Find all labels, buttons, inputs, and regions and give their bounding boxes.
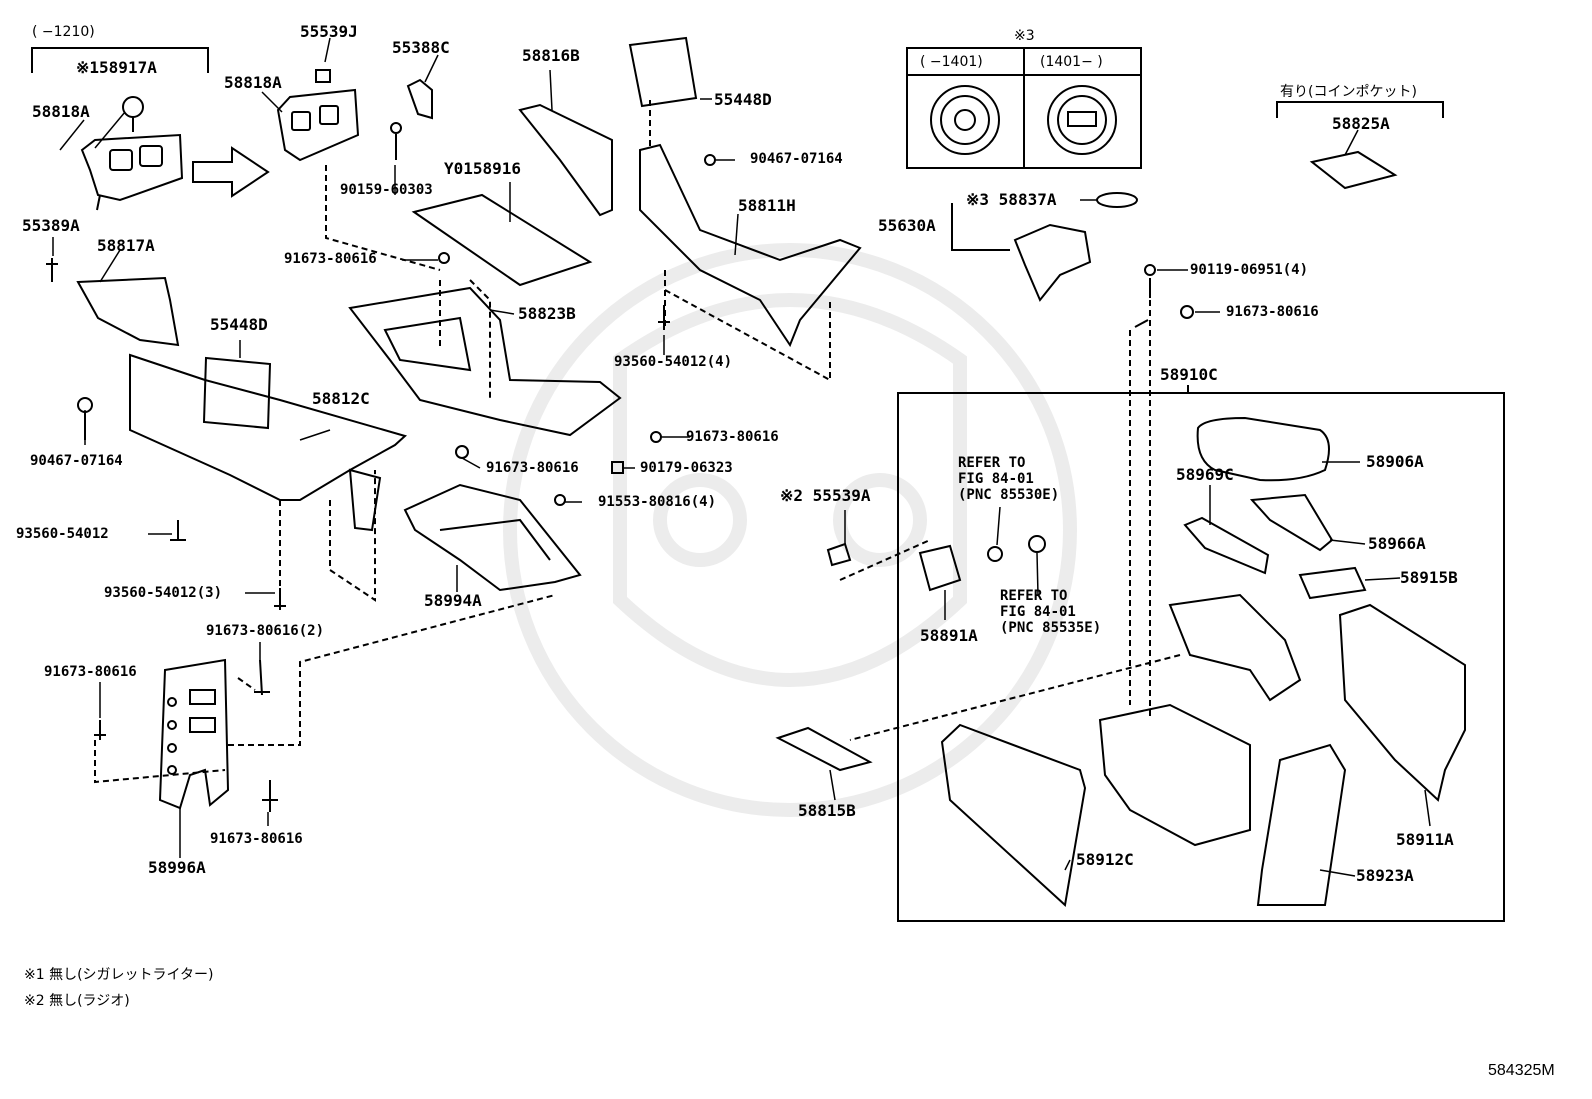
inner-tray-shape	[1168, 593, 1302, 702]
part-label-58911A: 58911A	[1396, 830, 1454, 849]
refer-note-85530E: REFER TO FIG 84-01 (PNC 85530E)	[958, 455, 1060, 503]
switch-panel-right-shape	[276, 69, 433, 162]
watermark-emblem	[503, 243, 1077, 817]
part-label-58812C: 58812C	[312, 389, 370, 408]
side-panel-58911A-shape	[1338, 603, 1466, 802]
front-panel-58923A-shape	[1256, 743, 1347, 906]
coin-pocket-frame	[1276, 101, 1444, 190]
part-85535E-shape	[1028, 535, 1046, 553]
part-label-91673-80616-e: 91673-80616	[210, 831, 303, 847]
part-label-58816B: 58816B	[522, 46, 580, 65]
part-58915B-shape	[1298, 566, 1367, 600]
part-label-58917A: ※158917A	[76, 58, 157, 77]
part-58966A-shape	[1249, 493, 1334, 552]
panel-58812C-shape	[129, 353, 408, 532]
note3-mark: ※3	[1014, 28, 1035, 44]
part-label-55539A: ※2 55539A	[780, 486, 871, 505]
part-label-58891A: 58891A	[920, 626, 978, 645]
part-85530E-shape	[987, 546, 1003, 562]
part-label-55448D-mid: 55448D	[210, 315, 268, 334]
knob-base-55630A-shape	[951, 192, 1138, 302]
part-label-93560-54012-4: 93560-54012(4)	[614, 354, 733, 370]
part-label-55630A: 55630A	[878, 216, 936, 235]
part-label-93560-54012: 93560-54012	[16, 526, 109, 542]
wedge-58816B-shape	[518, 103, 613, 217]
lid-58906A-shape	[1196, 416, 1330, 482]
footnote-2: ※2 無し(ラジオ)	[24, 993, 130, 1009]
note3-col2-label: (1401− )	[1040, 54, 1103, 70]
part-label-91673-80616-c: 91673-80616	[486, 460, 579, 476]
bracket-58996A-shape	[158, 658, 230, 810]
part-label-91673-80616-f: 91673-80616	[1226, 304, 1319, 320]
part-label-55539J: 55539J	[300, 22, 358, 41]
part-label-91673-80616-a: 91673-80616	[284, 251, 377, 267]
part-label-58969C: 58969C	[1176, 465, 1234, 484]
part-label-58811H: 58811H	[738, 196, 796, 215]
part-label-58906A: 58906A	[1366, 452, 1424, 471]
part-label-58915B: 58915B	[1400, 568, 1458, 587]
diagram-code: 584325M	[1488, 1062, 1555, 1079]
panel-58817A-shape	[76, 276, 180, 347]
coin-pocket-label: 有り(コインポケット)	[1280, 84, 1417, 100]
part-label-55388C: 55388C	[392, 38, 450, 57]
part-label-90159-60303: 90159-60303	[340, 182, 433, 198]
part-label-58994A: 58994A	[424, 591, 482, 610]
part-label-90467-07164-top: 90467-07164	[750, 151, 843, 167]
mat-58815B-shape	[775, 726, 873, 772]
bracket-58994A-shape	[403, 483, 582, 592]
part-label-58818A-right: 58818A	[224, 73, 282, 92]
part-label-58910C: 58910C	[1160, 365, 1218, 384]
tray-58823B-shape	[348, 286, 622, 437]
part-label-58996A: 58996A	[148, 858, 206, 877]
part-label-58966A: 58966A	[1368, 534, 1426, 553]
part-label-58912C: 58912C	[1076, 850, 1134, 869]
part-label-58837A: ※3 58837A	[966, 190, 1057, 209]
arrow-shape	[192, 146, 270, 198]
part-label-55448D-top: 55448D	[714, 90, 772, 109]
bracket-1210	[31, 47, 209, 73]
part-label-Y0158916: Y0158916	[444, 159, 522, 178]
part-label-91673-80616-2: 91673-80616(2)	[206, 623, 325, 639]
switch-panel-left-shape	[80, 96, 184, 211]
part-label-90467-07164-left: 90467-07164	[30, 453, 123, 469]
leader-lines	[52, 37, 1431, 877]
fastener-shapes	[46, 154, 1194, 812]
pad-55448D-mid-shape	[202, 356, 272, 430]
part-label-93560-54012-3: 93560-54012(3)	[104, 585, 223, 601]
sheet-Y0158916-shape	[411, 193, 593, 287]
part-55539A-shape	[826, 542, 852, 567]
part-label-90179-06323: 90179-06323	[640, 460, 733, 476]
part-58969C-shape	[1183, 516, 1270, 575]
part-label-91553-80816-4: 91553-80816(4)	[598, 494, 717, 510]
note3-table-frame	[906, 47, 1142, 169]
part-label-91673-80616-b: 91673-80616	[686, 429, 779, 445]
pad-55448D-top-shape	[628, 36, 698, 108]
side-panel-58912C-shape	[940, 723, 1087, 907]
part-label-58818A-left: 58818A	[32, 102, 90, 121]
part-label-55389A: 55389A	[22, 216, 80, 235]
range-label-top-left: ( −1210)	[32, 24, 95, 40]
panel-58811H-shape	[639, 143, 862, 348]
part-label-58815B: 58815B	[798, 801, 856, 820]
console-box-shape	[1098, 703, 1251, 847]
note3-col1-label: ( −1401)	[920, 54, 983, 70]
part-label-91673-80616-d: 91673-80616	[44, 664, 137, 680]
part-label-58923A: 58923A	[1356, 866, 1414, 885]
part-label-58823B: 58823B	[518, 304, 576, 323]
assembly-58910C-box	[897, 392, 1505, 922]
footnote-1: ※1 無し(シガレットライター)	[24, 967, 214, 983]
part-label-90119-06951-4: 90119-06951(4)	[1190, 262, 1309, 278]
part-label-58817A: 58817A	[97, 236, 155, 255]
part-label-58825A: 58825A	[1332, 114, 1390, 133]
bracket-58891A-shape	[918, 544, 962, 592]
refer-note-85535E: REFER TO FIG 84-01 (PNC 85535E)	[1000, 588, 1102, 636]
